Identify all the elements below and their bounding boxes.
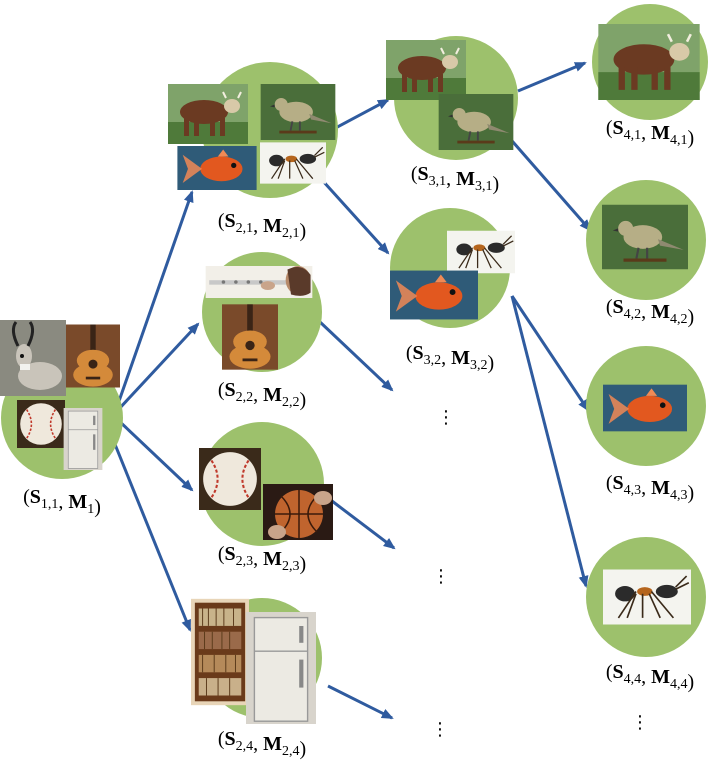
guitar-image [66, 324, 120, 388]
label-m: M [263, 733, 282, 755]
ellipsis-dots-a: ⋮ [437, 407, 455, 428]
label-m-subscript: 3,2 [470, 358, 488, 373]
arrow-n23-to-dots-b [327, 496, 396, 550]
arrow-n11-to-n21 [116, 190, 194, 405]
label-s: S [224, 543, 235, 565]
ant-image [260, 142, 326, 184]
arrow-n21-to-n32 [320, 178, 390, 255]
label-s-subscript: 4,2 [624, 307, 642, 322]
refrigerator-image [63, 408, 103, 470]
goldfish-image [177, 146, 257, 190]
label-s-subscript: 4,4 [624, 672, 642, 687]
ellipsis-dots-d: ⋮ [631, 712, 649, 733]
arrow-n32-to-n43 [510, 295, 590, 412]
ellipsis-dots-b: ⋮ [432, 566, 450, 587]
arrow-n11-to-n24 [108, 431, 192, 632]
arrow-n11-to-n22 [116, 322, 200, 412]
label-s: S [612, 296, 623, 318]
arrow-n21-to-n31 [327, 98, 390, 134]
node-label-n32: (S3,2, M3,2) [406, 342, 494, 374]
label-m: M [263, 548, 282, 570]
label-m: M [263, 215, 282, 237]
label-m-subscript: 2,3 [282, 559, 300, 574]
arrow-n32-to-n44 [510, 295, 589, 588]
ant-image [447, 230, 515, 274]
node-label-n31: (S3,1, M3,1) [411, 163, 499, 195]
node-label-n41: (S4,1, M4,1) [606, 117, 694, 149]
goldfish-image [390, 270, 478, 320]
label-s: S [224, 210, 235, 232]
node-label-n42: (S4,2, M4,2) [606, 296, 694, 328]
label-s: S [612, 472, 623, 494]
label-s-subscript: 2,2 [236, 390, 254, 405]
node-label-n11: (S1,1, M1) [23, 486, 101, 518]
label-s: S [612, 117, 623, 139]
label-m: M [456, 168, 475, 190]
label-s-subscript: 2,3 [236, 554, 254, 569]
node-label-n21: (S2,1, M2,1) [218, 210, 306, 242]
label-m-subscript: 2,2 [282, 395, 300, 410]
bookshelf-image [191, 598, 249, 706]
node-label-n24: (S2,4, M2,4) [218, 728, 306, 760]
ant-image [603, 568, 691, 626]
label-s-subscript: 1,1 [41, 497, 59, 512]
basketball-image [262, 484, 334, 540]
label-m: M [651, 666, 670, 688]
label-s-subscript: 2,4 [236, 739, 254, 754]
refrigerator-image [246, 611, 316, 725]
node-label-n44: (S4,4, M4,4) [606, 661, 694, 693]
arrow-n11-to-n23 [116, 418, 194, 492]
label-m-subscript: 4,3 [670, 488, 688, 503]
label-m: M [68, 491, 87, 513]
label-m-subscript: 4,4 [670, 677, 688, 692]
guitar-image [222, 304, 278, 370]
node-label-n22: (S2,2, M2,2) [218, 379, 306, 411]
label-m: M [651, 477, 670, 499]
label-m-subscript: 3,1 [475, 179, 493, 194]
ellipsis-dots-c: ⋮ [431, 719, 449, 740]
label-m-subscript: 2,1 [282, 226, 300, 241]
arrow-n22-to-dots-a [318, 320, 394, 392]
label-s: S [417, 163, 428, 185]
label-m: M [651, 301, 670, 323]
label-m-subscript: 1 [87, 502, 94, 517]
bird-image [437, 94, 515, 150]
arrow-n24-to-dots-c [327, 684, 394, 720]
bird-image [259, 84, 337, 140]
label-s: S [224, 379, 235, 401]
goldfish-image [603, 384, 687, 432]
label-s-subscript: 2,1 [236, 221, 254, 236]
antelope-image [0, 320, 66, 396]
cow-image [166, 84, 250, 144]
arrow-n31-to-n42 [504, 133, 592, 232]
node-label-n43: (S4,3, M4,3) [606, 472, 694, 504]
cow-image [598, 24, 700, 100]
label-s-subscript: 4,1 [624, 128, 642, 143]
label-m-subscript: 4,2 [670, 312, 688, 327]
arrow-n31-to-n41 [517, 61, 587, 93]
label-s: S [612, 661, 623, 683]
label-m: M [263, 384, 282, 406]
label-m-subscript: 2,4 [282, 744, 300, 759]
label-s: S [412, 342, 423, 364]
label-s-subscript: 3,2 [424, 353, 442, 368]
label-s-subscript: 4,3 [624, 483, 642, 498]
label-m-subscript: 4,1 [670, 133, 688, 148]
label-m: M [651, 122, 670, 144]
label-s: S [30, 486, 41, 508]
label-s-subscript: 3,1 [429, 174, 447, 189]
node-label-n23: (S2,3, M2,3) [218, 543, 306, 575]
bird-image [602, 203, 688, 271]
baseball-image [199, 448, 261, 510]
flute-image [205, 266, 313, 298]
baseball-image [17, 399, 65, 449]
cow-image [384, 40, 468, 100]
label-m: M [451, 347, 470, 369]
label-s: S [224, 728, 235, 750]
